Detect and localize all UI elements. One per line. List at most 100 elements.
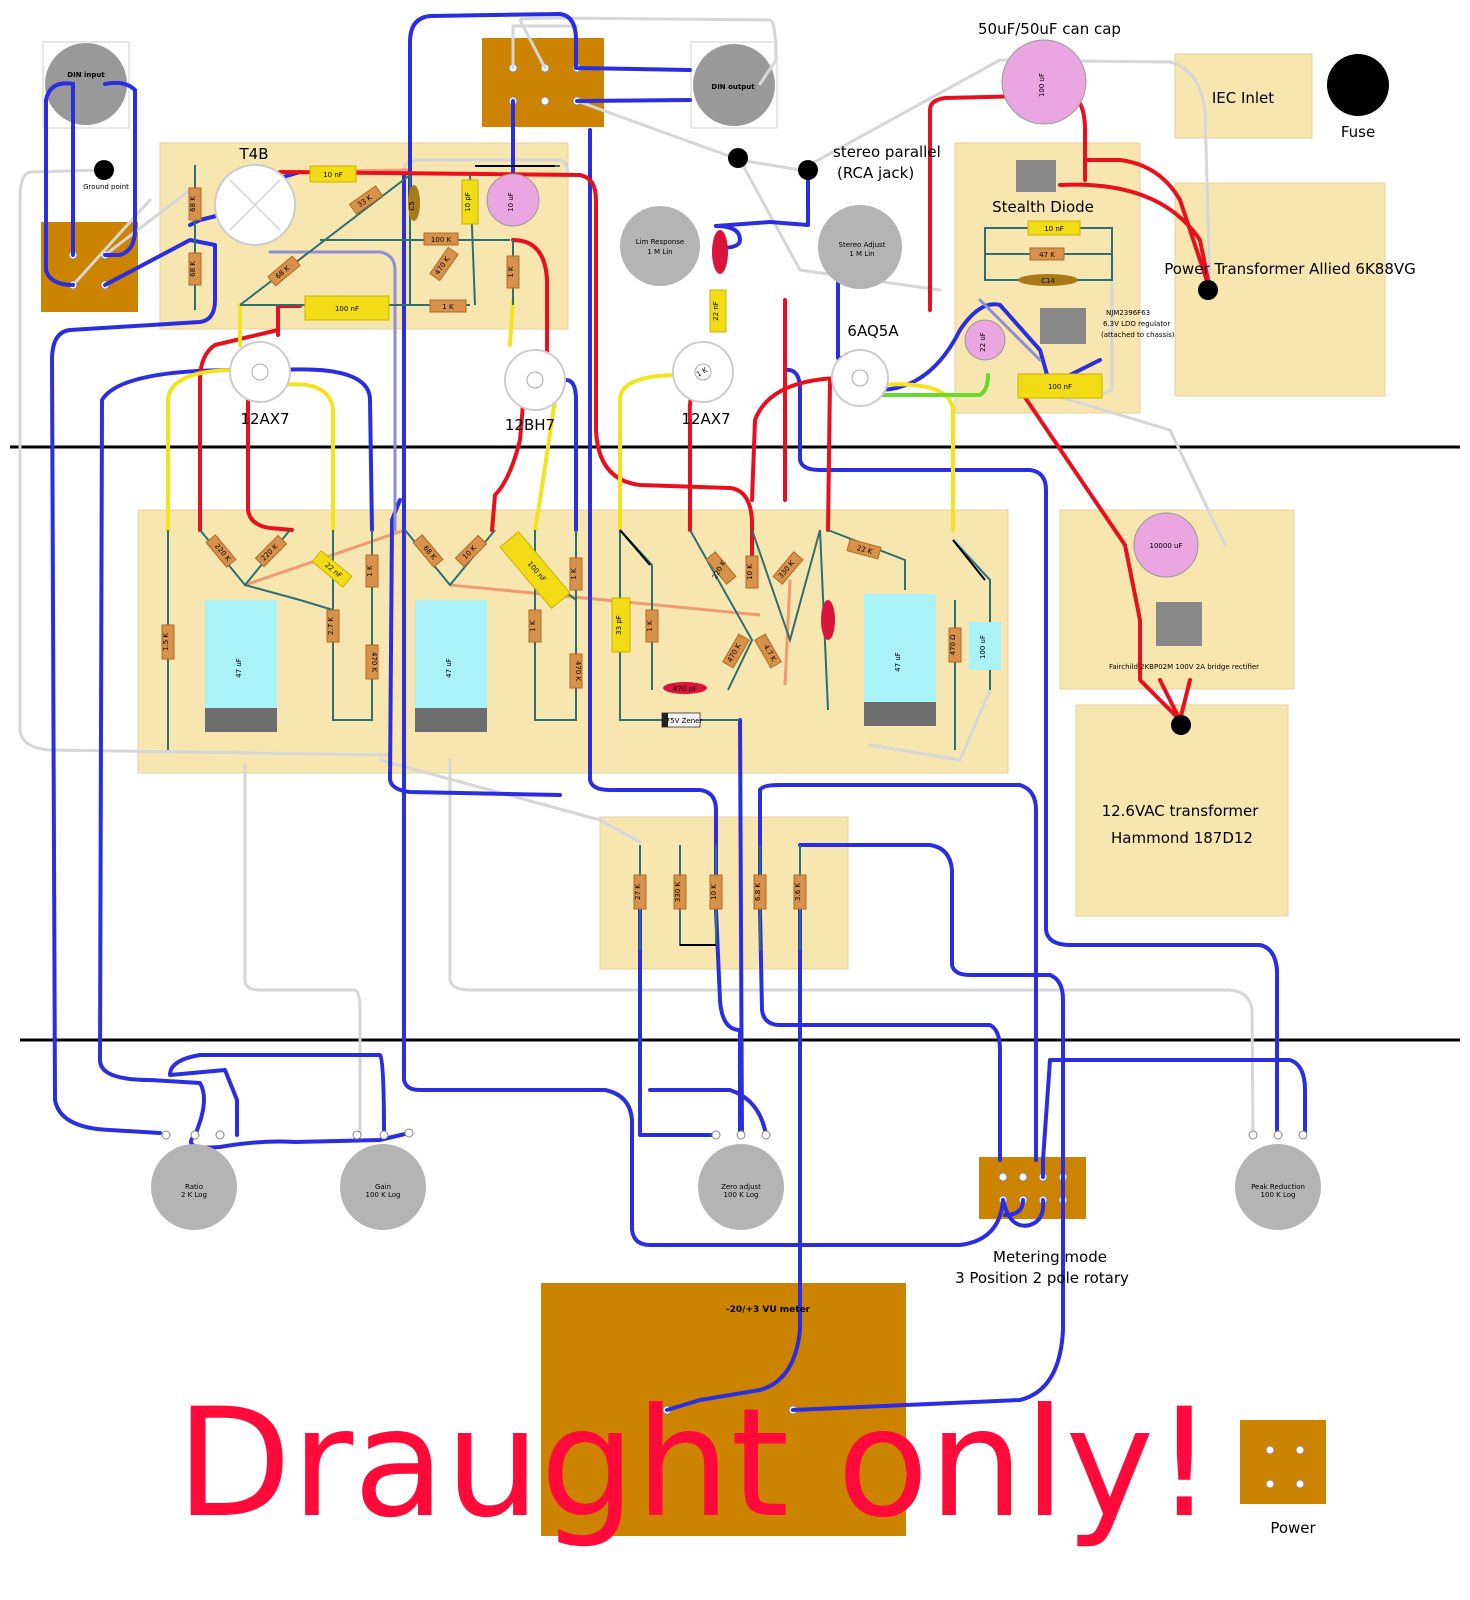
pot-peak-reduction[interactable] [1235,1144,1321,1230]
res-220k-a [205,534,237,568]
bridge-rectifier [1156,602,1202,646]
res-33k [348,185,384,215]
jack-stereo-parallel[interactable] [798,160,818,180]
res-68k-b [188,252,202,286]
cap-22uF-psu [964,319,1006,361]
label-meter-6.8k: 6.8 K [754,883,762,901]
label-main-100uF: 100 uF [979,635,987,659]
pot-lim-response-value: 1 M Lin [647,248,672,256]
res-470k-main-c [722,633,750,669]
label-mid-22nF: 22 nF [712,301,720,321]
draught-only-stamp: Draught only! [176,1377,1214,1551]
ldo-regulator [1040,308,1086,344]
cap-c14 [1018,274,1078,286]
cap-100nF-top [304,295,390,321]
can-cap-label: 50uF/50uF can cap [978,20,1121,38]
pot-ratio[interactable] [151,1144,237,1230]
res-10k-main-b [745,555,759,589]
res-1k-main-b [528,609,542,643]
label-main-470pF: 470 pF [673,685,697,693]
din-input-connector[interactable] [45,43,127,125]
res-68k-a [188,187,202,221]
label-psu-47k: 47 K [1039,251,1055,259]
pot-stereo-adjust[interactable] [818,205,902,289]
fuse-holder[interactable] [1327,54,1389,116]
pot-lim-response-label: Lim Response [636,238,685,246]
res-470k-top [429,246,459,282]
res-10k-main-a [454,534,488,568]
res-1k-top-b [506,255,520,289]
junction-node [728,148,748,168]
ground-point-label: Ground point [83,183,129,191]
pot-gain-value: 100 K Log [366,1191,401,1199]
power-transformer-label: Power Transformer Allied 6K88VG [1164,260,1416,278]
label-main-47uF-b: 47 uF [445,658,453,678]
res-4.7k [754,633,782,669]
red-wires [198,93,1212,722]
label-main-1k-d: 1 K [646,620,654,632]
label-meter-10k: 10 K [710,884,718,900]
res-6.8k [753,874,767,910]
label-main-1k-a: 1 K [366,565,374,577]
label-meter-330k: 330 K [674,882,682,903]
cap-47uF-a-band [205,708,277,732]
transformer-lead [1198,280,1218,300]
label-main-10k-b: 10 K [746,564,754,580]
res-68k-c [267,255,301,287]
tube-label-v3: 12AX7 [681,410,730,428]
label-main-470-ohm: 470 Ω [949,634,957,656]
cap-100nF-main [499,530,571,610]
pot-lugs [161,1128,1308,1140]
green-wire [858,373,990,397]
label-main-470k-b: 470 K [574,661,582,682]
metering-switch-pcb [979,1157,1086,1219]
pot-gain-label: Gain [375,1183,391,1191]
tube-socket-v2 [504,349,566,411]
pot-zero-adjust-value: 100 K Log [724,1191,759,1199]
pot-stereo-adjust-value: 1 M Lin [849,250,874,258]
pot-zero-adjust-label: Zero adjust [721,1183,761,1191]
res-330k [673,874,687,910]
can-cap-inner-label: 100 uF [1038,73,1046,97]
pot-stereo-adjust-label: Stereo Adjust [839,241,886,249]
res-470k-main-a [365,644,379,680]
ldo-label-3: (attached to chassis) [1101,331,1175,339]
vu-meter-label: -20/+3 VU meter [726,1305,811,1315]
tube-label-v2: 12BH7 [505,416,555,434]
pot-ratio-label: Ratio [185,1183,203,1191]
label-top-1k-b: 1 K [442,303,454,311]
din-output-connector[interactable] [693,44,775,126]
label-top-c5: C5 [408,201,416,210]
label-top-1k: 1 K [507,266,515,278]
label-main-1.5k: 1.5 K [162,633,170,651]
cap-10uF-top [486,173,540,227]
tube-label-v4: 6AQ5A [847,322,899,340]
label-main-47uF-c: 47 uF [894,652,902,672]
res-47k-psu [1029,247,1065,261]
res-220k-b [254,534,288,568]
cap-33pF [611,597,631,653]
power-switch[interactable] [1240,1420,1326,1504]
t4b-optocell [214,164,296,246]
res-220k-main-c [705,551,737,585]
cap-10000uF [1133,512,1199,578]
cap-470pF [663,682,707,694]
res-470k-main-b [569,653,583,689]
purple-wire-1 [268,250,397,532]
label-psu-c14: C14 [1041,277,1055,285]
res-1k-top [429,299,467,313]
pot-gain[interactable] [340,1144,426,1230]
bridge-label: Fairchild 2KBP02M 100V 2A bridge rectifi… [1109,663,1259,671]
metering-mode-label-2: 3 Position 2 pole rotary [955,1269,1129,1287]
purple-wire-2 [978,298,1042,362]
stereo-parallel-label-1: stereo parallel [833,143,941,161]
heater-transformer-box [1075,704,1289,917]
cap-100nF-psu [1017,373,1103,399]
ldo-label-2: 6.3V LDO regulator [1103,320,1170,328]
tube-socket-v1 [229,341,291,403]
res-1k-main-d [645,609,659,643]
label-top-10pF: 10 pF [464,192,472,212]
pot-lim-response[interactable] [620,206,700,286]
pot-zero-adjust[interactable] [698,1144,784,1230]
cap-red-mid [712,230,728,274]
